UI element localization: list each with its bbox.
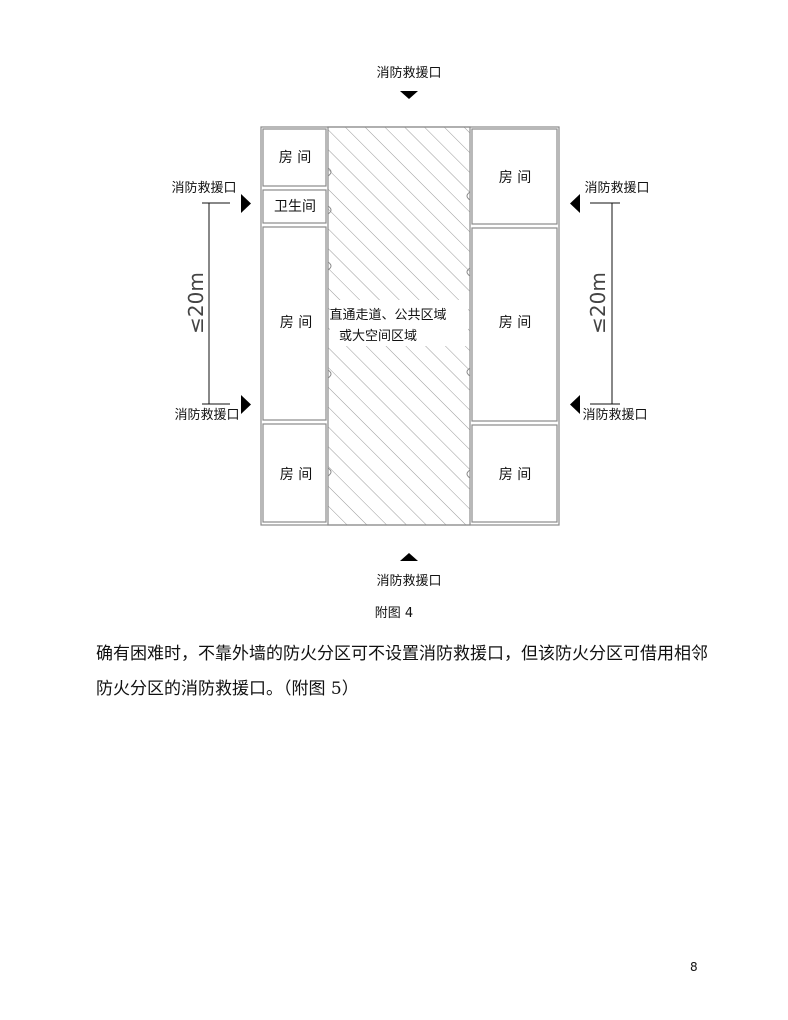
entrance-arrow-bottom xyxy=(400,553,418,561)
entrance-label-top: 消防救援口 xyxy=(376,65,441,81)
doors xyxy=(327,167,471,479)
entrance-label-left-lower: 消防救援口 xyxy=(174,407,239,423)
room-label-left-1: 房 间 xyxy=(279,150,311,166)
room-label-left-3: 房 间 xyxy=(280,467,312,483)
entrance-label-right-lower: 消防救援口 xyxy=(582,407,647,423)
dimension-line-right xyxy=(590,202,620,405)
distance-label-right: ≤20m xyxy=(586,272,610,334)
entrance-label-right-upper: 消防救援口 xyxy=(584,180,649,196)
bathroom-left xyxy=(262,189,327,224)
corridor-label-bg xyxy=(330,300,468,346)
entrance-arrow-top xyxy=(400,91,418,99)
entrance-label-left-upper: 消防救援口 xyxy=(171,180,236,196)
corridor-label-line2: 或大空间区域 xyxy=(339,329,417,344)
entrance-label-bottom: 消防救援口 xyxy=(376,573,441,589)
room-label-right-1: 房 间 xyxy=(499,170,531,186)
entrance-arrow-right-upper xyxy=(570,194,580,213)
floor-plan-diagram: 直通走道、公共区域 或大空间区域 房 间 卫生间 房 间 房 间 房 间 房 间… xyxy=(171,65,649,589)
dimension-line-left xyxy=(202,202,230,405)
entrance-arrow-right-lower xyxy=(570,395,580,414)
room-left-1 xyxy=(262,128,327,187)
room-right-2 xyxy=(471,227,558,422)
entrance-arrow-left-lower xyxy=(241,395,251,414)
corridor-label-line1: 直通走道、公共区域 xyxy=(329,308,446,323)
room-left-3 xyxy=(262,423,327,523)
body-paragraph: 确有困难时，不靠外墙的防火分区可不设置消防救援口，但该防火分区可借用相邻防火分区… xyxy=(96,644,708,699)
room-label-left-2: 房 间 xyxy=(280,315,312,331)
room-label-right-3: 房 间 xyxy=(499,467,531,483)
room-label-right-2: 房 间 xyxy=(499,315,531,331)
room-right-1 xyxy=(471,128,558,225)
figure-caption: 附图 4 xyxy=(374,606,414,621)
page-number: 8 xyxy=(690,960,698,974)
entrance-arrow-left-upper xyxy=(241,194,251,213)
room-right-3 xyxy=(471,424,558,523)
distance-label-left: ≤20m xyxy=(184,272,208,334)
room-left-2 xyxy=(262,226,327,421)
bathroom-label: 卫生间 xyxy=(274,199,316,215)
